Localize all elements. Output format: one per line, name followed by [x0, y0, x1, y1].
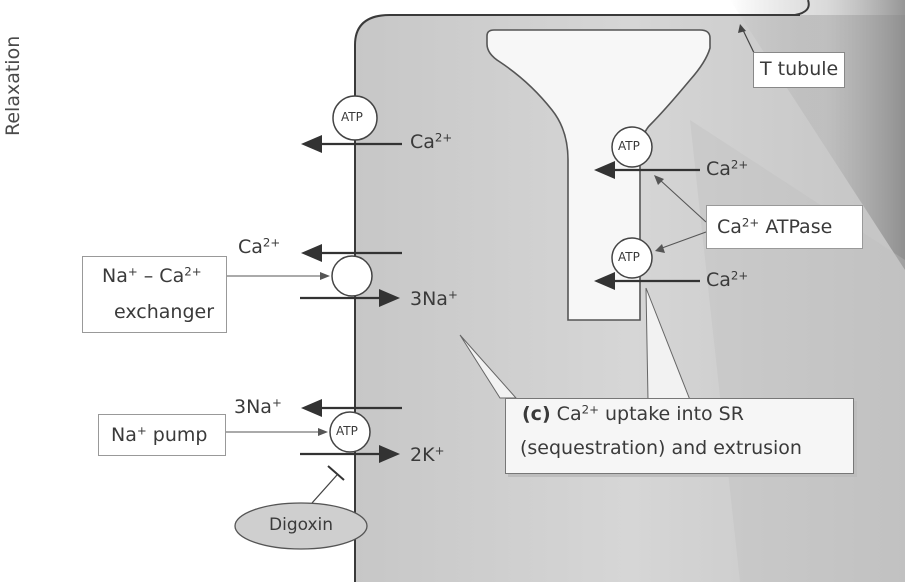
t-tubule-pointer-head — [738, 24, 746, 33]
ca-atpase-arrow-head — [301, 135, 322, 153]
exchanger-circle — [331, 255, 373, 297]
atpase-pointer-upper-head — [654, 175, 664, 185]
t-tubule-label-box: T tubule — [753, 52, 845, 88]
atpase-pointer-lower-head — [655, 244, 665, 253]
sr-upper-arrow-head — [594, 161, 615, 179]
na-label-pump: 3Na+ — [234, 395, 282, 418]
digoxin-line — [311, 474, 338, 504]
ca-label-sr-lower: Ca2+ — [706, 268, 749, 291]
atpase-label: Ca2+ ATPase — [717, 215, 833, 238]
sr-upper-atp-circle — [611, 126, 653, 168]
ca-label-sarcolemma: Ca2+ — [410, 130, 453, 153]
atp-label-sr-lower: ATP — [618, 250, 640, 264]
callout-c-line2: (sequestration) and extrusion — [520, 437, 802, 459]
pump-label: Na+ pump — [111, 423, 208, 446]
sr-lower-atp-circle — [611, 237, 653, 279]
sarcolemma-atp-circle — [332, 95, 378, 141]
exchanger-pointer-head — [320, 272, 330, 280]
exchanger-ca-head — [301, 244, 322, 262]
atp-label-sarcolemma: ATP — [341, 110, 363, 124]
pump-label-box: Na+ pump — [98, 414, 226, 456]
sarcolemma — [354, 14, 800, 582]
callout-c-line1: (c) Ca2+ uptake into SR — [522, 402, 744, 425]
atp-label-sr-upper: ATP — [618, 139, 640, 153]
exchanger-label-line1: Na+ – Ca2+ — [102, 264, 202, 287]
digoxin-label: Digoxin — [269, 515, 334, 535]
callout-c-box: (c) Ca2+ uptake into SR (sequestration) … — [505, 398, 854, 474]
t-tubule-membrane — [794, 0, 810, 16]
atpase-label-box: Ca2+ ATPase — [706, 205, 863, 249]
exchanger-label-line2: exchanger — [114, 301, 215, 323]
ca-label-exchanger: Ca2+ — [238, 235, 281, 258]
digoxin-bar — [327, 465, 345, 481]
pump-pointer-head — [318, 428, 328, 436]
na-label-exchanger: 3Na+ — [410, 287, 458, 310]
pump-k-head — [379, 445, 400, 463]
k-label-pump: 2K+ — [410, 443, 445, 466]
atpase-pointer-upper — [659, 179, 707, 223]
sarcoplasmic-reticulum — [486, 29, 711, 321]
atp-label-pump: ATP — [336, 424, 358, 438]
pump-na-head — [301, 399, 322, 417]
t-tubule-label: T tubule — [760, 58, 839, 80]
sr-lower-arrow-head — [594, 272, 615, 290]
digoxin-ellipse — [234, 502, 368, 550]
section-title: Relaxation — [2, 35, 24, 136]
ca-label-sr-upper: Ca2+ — [706, 157, 749, 180]
exchanger-na-head — [379, 289, 400, 307]
pump-atp-circle — [329, 411, 371, 453]
atpase-pointer-lower — [661, 231, 707, 249]
exchanger-label-box: Na+ – Ca2+ exchanger — [82, 256, 227, 333]
